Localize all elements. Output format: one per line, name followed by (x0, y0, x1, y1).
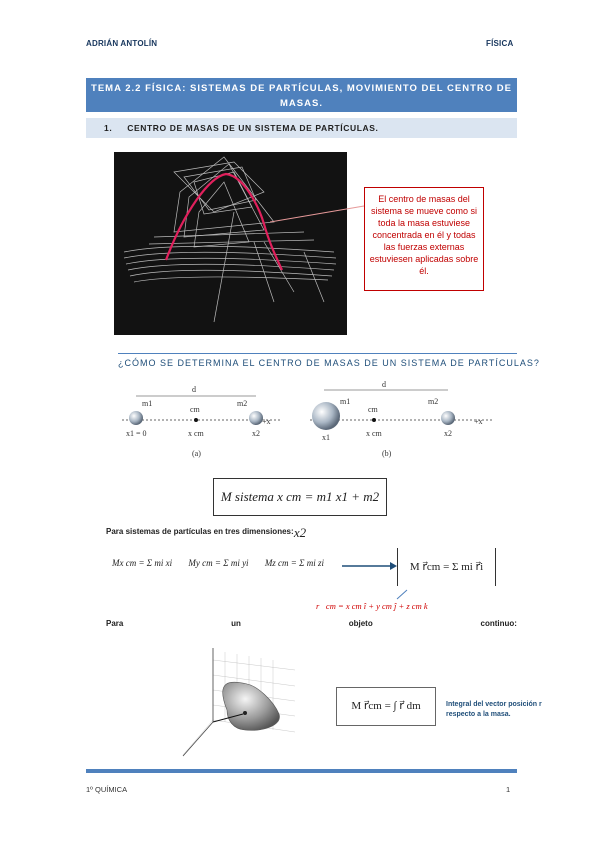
particle-m1-b (312, 402, 340, 430)
label-axis-a: +x (262, 417, 271, 426)
cm-point-a (194, 418, 198, 422)
label-cm-b: cm (368, 405, 379, 414)
continuous-object-diagram (182, 648, 296, 757)
label-d-a: d (192, 385, 196, 394)
label-x2-a: x2 (252, 429, 260, 438)
three-d-label: Para sistemas de partículas en tres dime… (106, 527, 294, 536)
arrow-right-icon (342, 562, 397, 570)
section2-rule (118, 353, 517, 354)
two-particle-diagram: d m1 m2 cm +x x1 = 0 x cm x2 (a) d m1 m2… (122, 380, 492, 458)
word-un: un (231, 619, 241, 628)
arrow-up-icon (396, 589, 408, 600)
section1-title: CENTRO DE MASAS DE UN SISTEMA DE PARTÍCU… (127, 123, 379, 133)
word-continuo: continuo: (480, 619, 517, 628)
page-number: 1 (506, 785, 511, 794)
eq-x: Mx cm = Σ mi xi (112, 558, 173, 568)
word-objeto: objeto (348, 619, 373, 628)
vector-cm-formula: M r⃗cm = Σ mi r⃗i (397, 548, 496, 586)
label-m1-a: m1 (142, 399, 152, 408)
label-cm-a: cm (190, 405, 201, 414)
label-m2-b: m2 (428, 397, 438, 406)
center-of-mass-callout: El centro de masas del sistema se mueve … (364, 187, 484, 291)
label-x1-b: x1 (322, 433, 330, 442)
label-x1zero: x1 = 0 (126, 429, 147, 438)
header-subject: FÍSICA (486, 39, 514, 48)
particle-m2-b (441, 411, 455, 425)
strobe-photo-graphic (114, 152, 347, 335)
section2-heading: ¿CÓMO SE DETERMINA EL CENTRO DE MASAS DE… (118, 358, 540, 368)
label-x2-b: x2 (444, 429, 452, 438)
eq-z: Mz cm = Σ mi zi (264, 558, 324, 568)
particle-m1-a (129, 411, 143, 425)
eq-y: My cm = Σ mi yi (188, 558, 249, 568)
caption-a: (a) (192, 449, 201, 458)
label-xcm-a: x cm (188, 429, 205, 438)
label-xcm-b: x cm (366, 429, 383, 438)
label-m2-a: m2 (237, 399, 247, 408)
footer-course: 1º QUÍMICA (86, 785, 128, 794)
label-d-b: d (382, 380, 386, 389)
cm-formula-box: M sistema x cm = m1 x1 + m2 x2 (213, 478, 387, 540)
topic-banner: TEMA 2.2 FÍSICA: SISTEMAS DE PARTÍCULAS,… (86, 78, 517, 112)
caption-b: (b) (382, 449, 392, 458)
section1-heading: 1. CENTRO DE MASAS DE UN SISTEMA DE PART… (86, 118, 517, 138)
header-author: ADRIÁN ANTOLÍN (86, 39, 158, 48)
cm-point-b (372, 418, 376, 422)
particle-m2-a (249, 411, 263, 425)
section1-number: 1. (104, 123, 113, 133)
strobe-photo (114, 152, 347, 335)
integral-formula-box: M r⃗cm = ∫ r⃗ dm (336, 687, 436, 726)
vector-components: r⃗cm = x cm î + y cm ĵ + z cm k⃗ (316, 601, 435, 611)
banner-line1: TEMA 2.2 FÍSICA: SISTEMAS DE PARTÍCULAS,… (91, 83, 512, 94)
callout-pointer (270, 205, 365, 223)
word-para: Para (106, 619, 124, 628)
label-m1-b: m1 (340, 397, 350, 406)
footer-rule (86, 769, 517, 773)
banner-line2: MASAS. (280, 98, 323, 109)
label-axis-b: +x (474, 417, 483, 426)
three-d-equations: Mx cm = Σ mi xi My cm = Σ mi yi Mz cm = … (112, 558, 324, 568)
continuous-object-line: Para un objeto continuo: (106, 619, 517, 628)
integral-note: Integral del vector posición r respecto … (446, 701, 542, 718)
